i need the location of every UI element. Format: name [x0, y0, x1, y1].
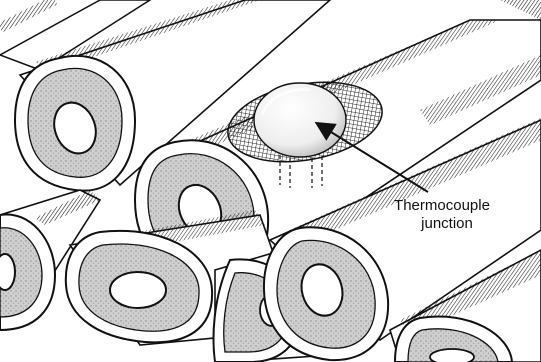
- fiber-right-edge: [500, 0, 541, 20]
- annotation-label-line-1: Thermocouple: [377, 196, 507, 215]
- annotation-label-line-2: junction: [382, 214, 512, 233]
